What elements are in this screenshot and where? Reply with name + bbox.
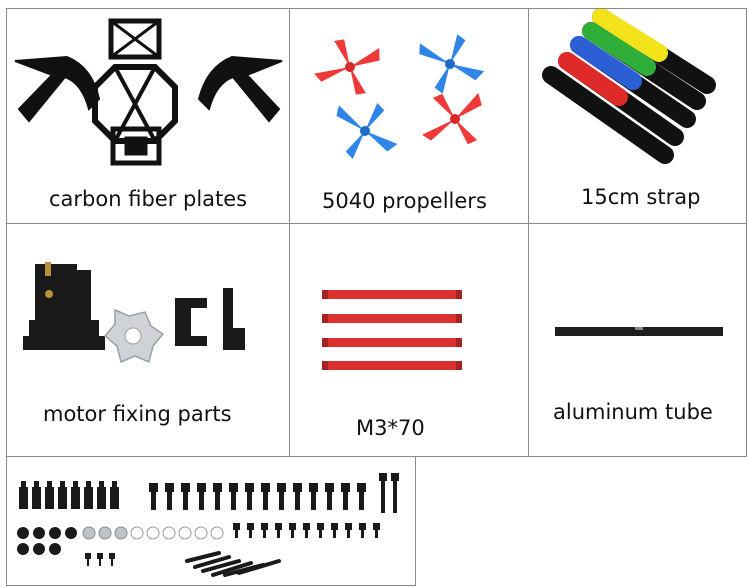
screw-icon	[17, 473, 399, 577]
label-motor-fixing-parts: motor fixing parts	[43, 402, 232, 426]
cell-motor-fixing-parts: motor fixing parts	[6, 223, 290, 457]
label-m3-70: M3*70	[356, 416, 425, 440]
cell-carbon-fiber-plates: carbon fiber plates	[6, 8, 290, 224]
carbon-frame-icon	[14, 18, 283, 166]
cell-screws	[6, 456, 416, 586]
tube-icon	[555, 327, 723, 336]
label-strap: 15cm strap	[581, 185, 701, 209]
cell-m3-standoffs: M3*70	[289, 223, 529, 457]
label-aluminum-tube: aluminum tube	[553, 400, 713, 424]
label-carbon-fiber-plates: carbon fiber plates	[49, 187, 248, 211]
cell-aluminum-tube: aluminum tube	[528, 223, 747, 457]
propeller-icon	[314, 34, 485, 160]
label-propellers: 5040 propellers	[322, 189, 487, 213]
strap-icon	[542, 9, 716, 164]
motor-mount-icon	[23, 262, 245, 364]
nut-icon	[17, 526, 224, 555]
cell-strap: 15cm strap	[528, 8, 747, 224]
cell-propellers: 5040 propellers	[289, 8, 529, 224]
standoff-icon	[322, 290, 462, 370]
